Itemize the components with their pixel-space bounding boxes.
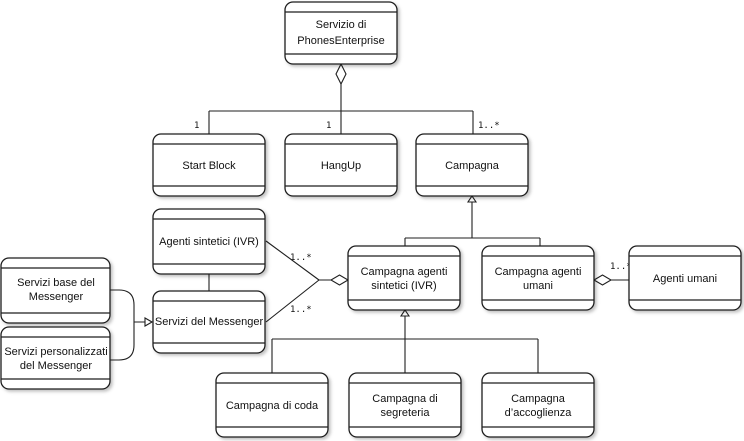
class-servizi-base-label-2: Messenger	[29, 291, 84, 303]
class-campagna-segreteria[interactable]: Campagna di segreteria	[348, 372, 462, 438]
class-campagna-agenti-sintetici[interactable]: Campagna agenti sintetici (IVR)	[347, 245, 461, 311]
aggregation-diamond-servizio	[335, 62, 347, 86]
edges	[110, 84, 629, 373]
mult-campagna: 1..*	[478, 121, 500, 131]
class-servizi-personalizzati-label-1: Servizi personalizzati	[4, 346, 107, 358]
aggregation-diamond-umani	[592, 274, 613, 286]
class-servizio-label-2: PhonesEnterprise	[297, 35, 384, 47]
class-campagna-accoglienza-label-1: Campagna	[511, 393, 566, 405]
class-hangup[interactable]: HangUp	[284, 133, 398, 197]
class-agenti-umani[interactable]: Agenti umani	[628, 245, 742, 311]
class-campagna-accoglienza[interactable]: Campagna d’accoglienza	[481, 372, 595, 438]
class-campagna-sintetici-label-1: Campagna agenti	[361, 266, 448, 278]
class-campagna-label: Campagna	[445, 160, 500, 172]
generalization-arrow-messenger	[144, 317, 154, 327]
class-servizi-personalizzati[interactable]: Servizi personalizzati del Messenger	[0, 326, 111, 390]
mult-start-block: 1	[194, 121, 199, 131]
edge-sintetici-generalization	[271, 316, 539, 373]
class-agenti-umani-label: Agenti umani	[653, 273, 717, 285]
class-servizi-personalizzati-label-2: del Messenger	[20, 360, 92, 372]
class-campagna-sintetici-label-2: sintetici (IVR)	[371, 280, 436, 292]
edge-sintetici-aggregation	[265, 240, 331, 323]
mult-servizi-messenger: 1..*	[290, 305, 312, 315]
class-servizi-messenger-label: Servizi del Messenger	[155, 316, 264, 328]
class-campagna-coda-label: Campagna di coda	[226, 400, 319, 412]
class-campagna-umani-label-1: Campagna agenti	[495, 266, 582, 278]
edge-servizio-children	[208, 84, 474, 134]
class-campagna-accoglienza-label-2: d’accoglienza	[505, 407, 573, 419]
class-campagna-umani-label-2: umani	[523, 280, 553, 292]
edge-messenger-generalization	[110, 289, 145, 361]
class-servizi-messenger[interactable]: Servizi del Messenger	[152, 290, 266, 354]
class-start-block[interactable]: Start Block	[152, 133, 266, 197]
class-servizi-base-label-1: Servizi base del	[17, 277, 95, 289]
mult-hangup: 1	[326, 121, 331, 131]
class-campagna-segreteria-label-2: segreteria	[381, 407, 431, 419]
class-start-block-label: Start Block	[182, 160, 236, 172]
mult-agenti-umani: 1..*	[610, 262, 632, 272]
class-campagna-segreteria-label-1: Campagna di	[372, 393, 437, 405]
class-servizi-base[interactable]: Servizi base del Messenger	[0, 257, 111, 324]
class-agenti-sintetici[interactable]: Agenti sintetici (IVR)	[152, 208, 266, 275]
class-hangup-label: HangUp	[321, 160, 361, 172]
class-servizio-label-1: Servizio di	[316, 19, 367, 31]
class-servizio-phones-enterprise[interactable]: Servizio di PhonesEnterprise	[284, 1, 398, 65]
generalization-arrow-campagna	[466, 195, 478, 203]
class-campagna[interactable]: Campagna	[415, 133, 529, 197]
class-agenti-sintetici-label: Agenti sintetici (IVR)	[159, 236, 259, 248]
aggregation-diamond-sintetici	[329, 274, 350, 286]
class-campagna-agenti-umani[interactable]: Campagna agenti umani	[481, 245, 595, 311]
class-campagna-coda[interactable]: Campagna di coda	[215, 372, 329, 438]
edge-campagna-generalization	[404, 202, 541, 246]
mult-agenti-sintetici: 1..*	[290, 253, 312, 263]
generalization-arrow-sintetici	[399, 309, 411, 317]
